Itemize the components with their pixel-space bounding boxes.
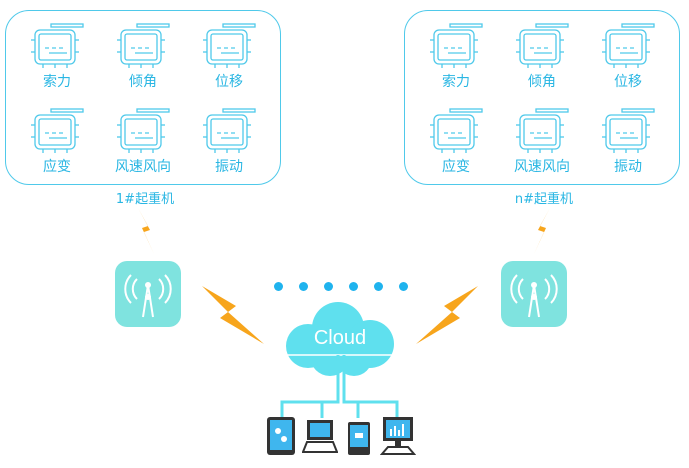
- phone-icon[interactable]: [347, 421, 371, 456]
- ellipsis-dot: [399, 282, 408, 291]
- laptop-icon[interactable]: [302, 418, 338, 454]
- lightning-icon: [534, 208, 550, 254]
- sensor-node: 倾角: [512, 22, 572, 90]
- crane-sensor-group: [5, 10, 281, 185]
- sensor-device-icon: [426, 107, 486, 155]
- sensor-device-icon: [113, 107, 173, 155]
- sensor-device-icon: [113, 22, 173, 70]
- sensor-device-icon: [598, 107, 658, 155]
- sensor-node: 倾角: [113, 22, 173, 90]
- sensor-label: 索力: [43, 74, 71, 90]
- ellipsis-dot: [349, 282, 358, 291]
- sensor-device-icon: [27, 107, 87, 155]
- sensor-device-icon: [512, 22, 572, 70]
- sensor-label: 振动: [215, 159, 243, 175]
- sensor-label: 倾角: [528, 74, 556, 90]
- sensor-device-icon: [426, 22, 486, 70]
- crane-label: 1#起重机: [115, 192, 175, 207]
- tablet-icon[interactable]: [266, 416, 296, 456]
- desktop-icon[interactable]: [380, 416, 416, 456]
- sensor-device-icon: [199, 22, 259, 70]
- sensor-label: 振动: [614, 159, 642, 175]
- base-station-tower-icon: [115, 261, 181, 327]
- sensor-node: 应变: [426, 107, 486, 175]
- sensor-label: 位移: [614, 74, 642, 90]
- lightning-icon: [138, 208, 154, 254]
- sensor-label: 风速风向: [115, 159, 171, 175]
- sensor-node: 索力: [27, 22, 87, 90]
- base-station-tower-icon: [501, 261, 567, 327]
- sensor-device-icon: [27, 22, 87, 70]
- sensor-node: 振动: [598, 107, 658, 175]
- lightning-icon: [416, 286, 478, 344]
- sensor-node: 应变: [27, 107, 87, 175]
- sensor-label: 风速风向: [514, 159, 570, 175]
- ellipsis-dot: [374, 282, 383, 291]
- cloud-connections: [280, 354, 400, 418]
- sensor-node: 风速风向: [512, 107, 572, 175]
- ellipsis-dot: [274, 282, 283, 291]
- sensor-node: 振动: [199, 107, 259, 175]
- sensor-node: 索力: [426, 22, 486, 90]
- sensor-label: 索力: [442, 74, 470, 90]
- sensor-label: 位移: [215, 74, 243, 90]
- sensor-device-icon: [598, 22, 658, 70]
- ellipsis-dot: [299, 282, 308, 291]
- sensor-device-icon: [199, 107, 259, 155]
- ellipsis-dot: [324, 282, 333, 291]
- crane-label: n#起重机: [514, 192, 574, 207]
- sensor-label: 倾角: [129, 74, 157, 90]
- sensor-node: 风速风向: [113, 107, 173, 175]
- sensor-node: 位移: [199, 22, 259, 90]
- sensor-node: 位移: [598, 22, 658, 90]
- cloud-label: Cloud: [313, 327, 367, 349]
- sensor-label: 应变: [442, 159, 470, 175]
- sensor-device-icon: [512, 107, 572, 155]
- sensor-label: 应变: [43, 159, 71, 175]
- crane-sensor-group: [404, 10, 680, 185]
- lightning-icon: [202, 286, 264, 344]
